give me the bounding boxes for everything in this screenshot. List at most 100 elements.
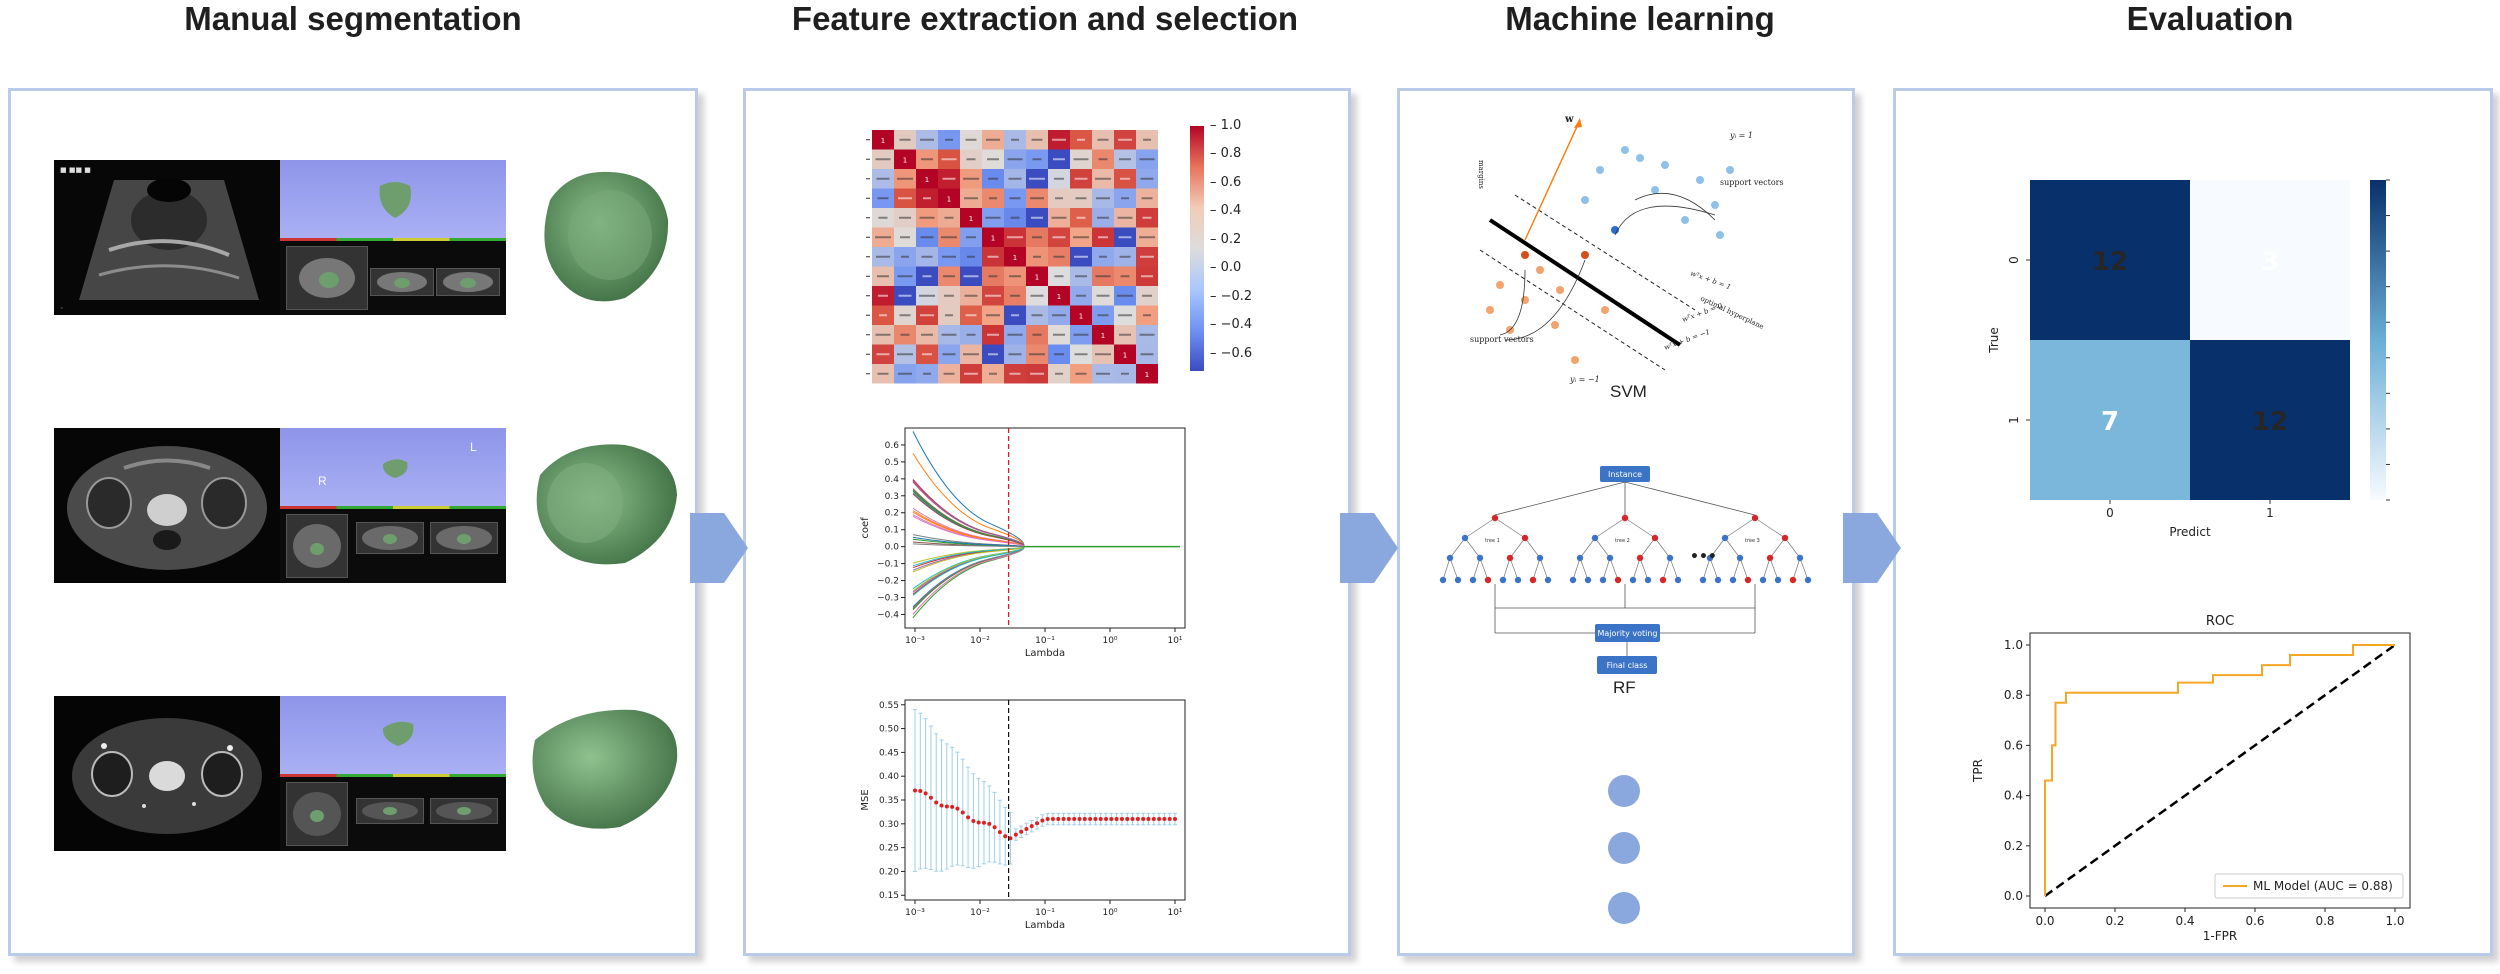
rf-tree-node (1651, 534, 1659, 542)
heatmap-cell-value-mark (943, 275, 955, 278)
plot-frame (2029, 632, 2411, 909)
x-tick-label: 1.0 (2385, 914, 2404, 928)
more-models-dot-3 (1608, 892, 1640, 924)
mri-t2-image (54, 428, 280, 583)
coef-path (912, 546, 1025, 573)
heatmap-cell-value-mark (966, 333, 976, 336)
heatmap-cell-value-mark (1075, 372, 1087, 375)
confusion-cell (2190, 340, 2350, 500)
svm-margin-label: margins (1477, 160, 1485, 189)
heatmap-cell-value-mark (987, 333, 999, 336)
mse-point (997, 830, 1002, 835)
rf-tree-edge (1732, 557, 1741, 581)
heatmap-cell-value-mark (943, 372, 955, 375)
mse-point (1040, 818, 1045, 823)
mse-point (1167, 817, 1172, 822)
heatmap-cell-value-mark (1054, 177, 1064, 180)
rf-final-class-box (1597, 656, 1657, 674)
heatmap-cell-value-mark (985, 216, 1001, 219)
rf-tree-leaf (1774, 576, 1782, 584)
rf-final-class-label: Final class (1607, 661, 1648, 670)
y-tick-label: 0.6 (2004, 738, 2023, 752)
svm-point-positive (1711, 201, 1719, 209)
rf-tree-edge (1709, 537, 1726, 559)
heatmap-cell (1136, 364, 1158, 384)
rf-instance-box (1600, 466, 1650, 482)
heatmap-cell-value-mark (1120, 177, 1130, 180)
rf-tree-edge (1509, 537, 1526, 559)
lasso-cv-mse: 0.550.500.450.400.350.300.250.200.1510⁻³… (860, 699, 1186, 931)
heatmap-cell (894, 149, 916, 169)
heatmap-cell-value-mark (1009, 197, 1021, 200)
rf-tree-node (1636, 554, 1644, 562)
y-axis-label: MSE (860, 789, 871, 810)
heatmap-cell-value-mark (898, 294, 912, 297)
heatmap-cell-label: 1 (903, 156, 907, 164)
heatmap-cell-value-mark (1011, 314, 1019, 317)
heatmap-cell-value-mark (1010, 216, 1020, 219)
heatmap-cell-value-mark (876, 177, 890, 180)
heatmap-cell-value-mark (1031, 216, 1043, 219)
mse-point (1035, 821, 1040, 826)
confusion-cell (2030, 340, 2190, 500)
y-tick-label: 0.45 (879, 748, 899, 758)
heatmap-cell (938, 188, 960, 208)
rf-tree-label: tree 3 (1745, 538, 1760, 544)
svm-pointer (1634, 193, 1716, 221)
rf-tree-leaf (1699, 576, 1707, 584)
heatmap-cell-value-mark (1119, 255, 1131, 258)
svm-yi-positive: yᵢ = 1 (1729, 131, 1753, 140)
roc-series-line (2044, 644, 2395, 896)
heatmap-cell-value-mark (1121, 372, 1129, 375)
heatmap-cell-value-mark (1096, 372, 1110, 375)
mse-point (1135, 817, 1140, 822)
y-tick-label: 0 (2007, 256, 2021, 264)
rf-tree-edge (1632, 557, 1641, 581)
heatmap-cell-value-mark (987, 255, 999, 258)
heatmap-cell-value-mark (988, 275, 998, 278)
confusion-cell-value: 7 (2101, 407, 2119, 437)
heatmap-cell-value-mark (1011, 138, 1019, 141)
svm-point-positive (1581, 196, 1589, 204)
mse-point (1088, 817, 1093, 822)
roc-diagonal (2044, 643, 2396, 898)
rf-tree-node (1606, 554, 1614, 562)
heatmap-cell-value-mark (1032, 236, 1042, 239)
heatmap-cell-value-mark (945, 314, 953, 317)
heatmap-cell-value-mark (1097, 138, 1109, 141)
y-tick-label: −0.3 (877, 593, 899, 603)
heatmap-cell-value-mark (1117, 294, 1133, 297)
rf-tree-edge (1702, 557, 1711, 581)
panel-ml (1397, 88, 1855, 956)
heatmap-cell-value-mark (879, 314, 887, 317)
y-tick-label: −0.2 (877, 577, 899, 587)
heatmap-cell-value-mark (1053, 255, 1065, 258)
rf-tree-edge (1602, 557, 1611, 581)
mse-point (1141, 817, 1146, 822)
mse-point (1072, 817, 1077, 822)
heatmap-cell-value-mark (1096, 197, 1110, 200)
heatmap-cell-value-mark (1141, 197, 1153, 200)
ultrasound-image: ■ ■■ ■ ◦ (54, 160, 280, 315)
heatmap-cell-value-mark (875, 158, 891, 161)
rf-tree-label: tree 1 (1485, 538, 1500, 544)
heatmap-cell-value-mark (1030, 197, 1044, 200)
heatmap-cell-value-mark (922, 275, 932, 278)
rf-tree-edge (1784, 537, 1801, 559)
rf-tree-edge (1709, 557, 1719, 581)
viewer-label-r: R (318, 474, 327, 488)
heatmap-cell-value-mark (901, 255, 909, 258)
mse-point (1066, 817, 1071, 822)
flow-arrow-2 (1340, 513, 1398, 583)
heatmap-cell (960, 208, 982, 228)
rf-tree-node (1521, 534, 1529, 542)
heatmap-cell-value-mark (963, 177, 979, 180)
heatmap-cell-value-mark (1074, 177, 1088, 180)
heatmap-cell-value-mark (1007, 333, 1023, 336)
rf-tree-leaf (1714, 576, 1722, 584)
y-tick-label: 0.50 (879, 725, 899, 735)
heatmap-cell-value-mark (941, 158, 957, 161)
svm-point-negative (1556, 286, 1564, 294)
heatmap-cell-value-mark (1074, 353, 1088, 356)
